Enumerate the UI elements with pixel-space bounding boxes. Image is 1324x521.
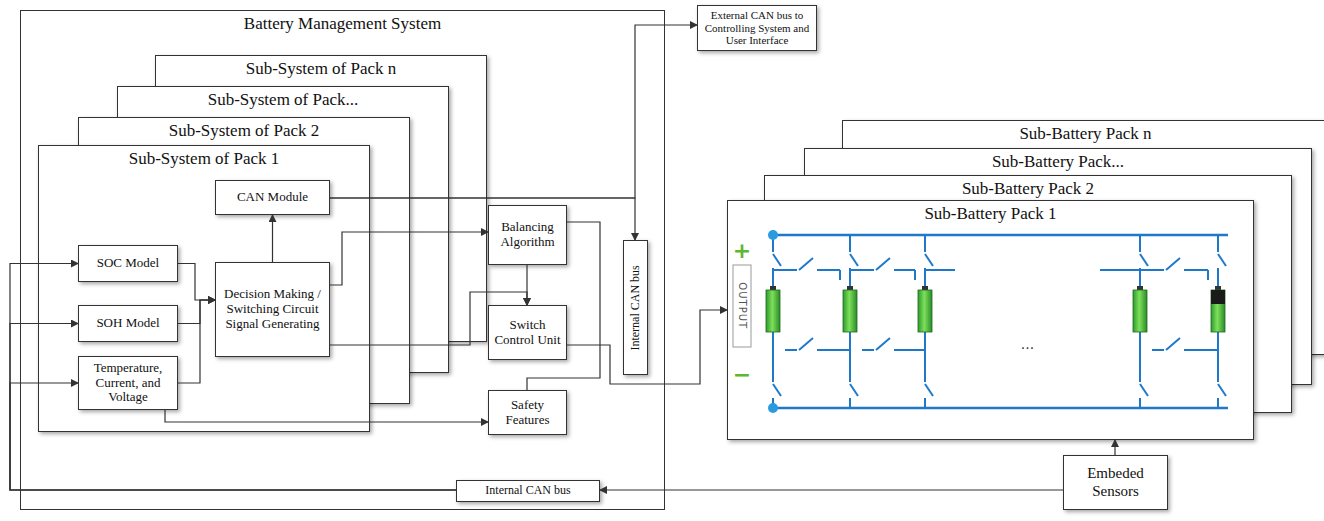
box-label: Balancing Algorithm (493, 220, 562, 250)
connector (330, 232, 488, 285)
connector (567, 310, 727, 384)
box-label: Temperature, Current, and Voltage (83, 361, 173, 406)
box-label: Internal CAN bus (485, 484, 570, 498)
bus-box: Internal CAN bus (623, 240, 648, 375)
box-label: External CAN bus to Controlling System a… (702, 9, 812, 47)
connector (10, 264, 456, 491)
process-box: Balancing Algorithm (488, 205, 567, 265)
panel-title: Sub-Battery Pack 2 (765, 179, 1291, 199)
panel-title: Sub-System of Pack 1 (39, 149, 369, 169)
subsystem-panel: Sub-System of Pack 1 CAN ModuleSOC ModelS… (38, 145, 370, 432)
panel-title: Sub-System of Pack... (118, 90, 448, 110)
box-label: CAN Module (237, 190, 308, 205)
box-label: Decision Making / Switching Circuit Sign… (220, 287, 325, 332)
module-box: CAN Module (215, 180, 330, 215)
sensor-box: Embeded Sensors (1063, 455, 1168, 510)
process-box: Safety Features (488, 390, 567, 435)
ellipsis-label: ... (1021, 336, 1034, 352)
box-label: SOH Model (96, 316, 159, 331)
connector (178, 264, 215, 301)
box-label: Switch Control Unit (493, 318, 562, 348)
box-label: Internal CAN bus (629, 265, 643, 350)
connector (600, 489, 1063, 490)
output-label: OUTPUT (736, 283, 748, 330)
connector (178, 300, 215, 383)
terminal-sign: + (733, 238, 751, 263)
panel-title: Sub-Battery Pack n (843, 124, 1324, 144)
terminal-sign-holder: − (731, 362, 753, 388)
box-label: Embeded Sensors (1068, 465, 1163, 500)
bus-box: Internal CAN bus (456, 480, 600, 502)
connector (10, 324, 456, 491)
process-box: Switch Control Unit (488, 305, 567, 360)
connector (330, 25, 697, 198)
box-label: SOC Model (97, 256, 159, 271)
box-label: Safety Features (493, 398, 562, 428)
panel-title: Sub-Battery Pack... (805, 152, 1311, 172)
process-box: Decision Making / Switching Circuit Sign… (215, 262, 330, 357)
connector (330, 292, 527, 345)
connector (272, 215, 273, 262)
external-bus-box: External CAN bus to Controlling System a… (697, 5, 817, 51)
terminal-sign: − (733, 362, 751, 387)
connector (1114, 440, 1115, 455)
model-box: SOC Model (78, 245, 178, 282)
connector (527, 222, 600, 390)
model-box: SOH Model (78, 305, 178, 342)
panel-title: Sub-System of Pack n (156, 59, 486, 79)
ellipsis-label-holder: ... (1005, 333, 1050, 355)
connector (178, 300, 215, 324)
panel-title: Sub-System of Pack 2 (79, 121, 409, 141)
connector (526, 265, 527, 305)
panel-title: Sub-Battery Pack 1 (728, 204, 1253, 224)
sensor-input-box: Temperature, Current, and Voltage (78, 356, 178, 410)
terminal-sign-holder: + (731, 238, 753, 264)
connector (10, 383, 456, 490)
connector (165, 410, 488, 422)
connector (330, 198, 635, 240)
panel-title: Battery Management System (21, 14, 664, 34)
